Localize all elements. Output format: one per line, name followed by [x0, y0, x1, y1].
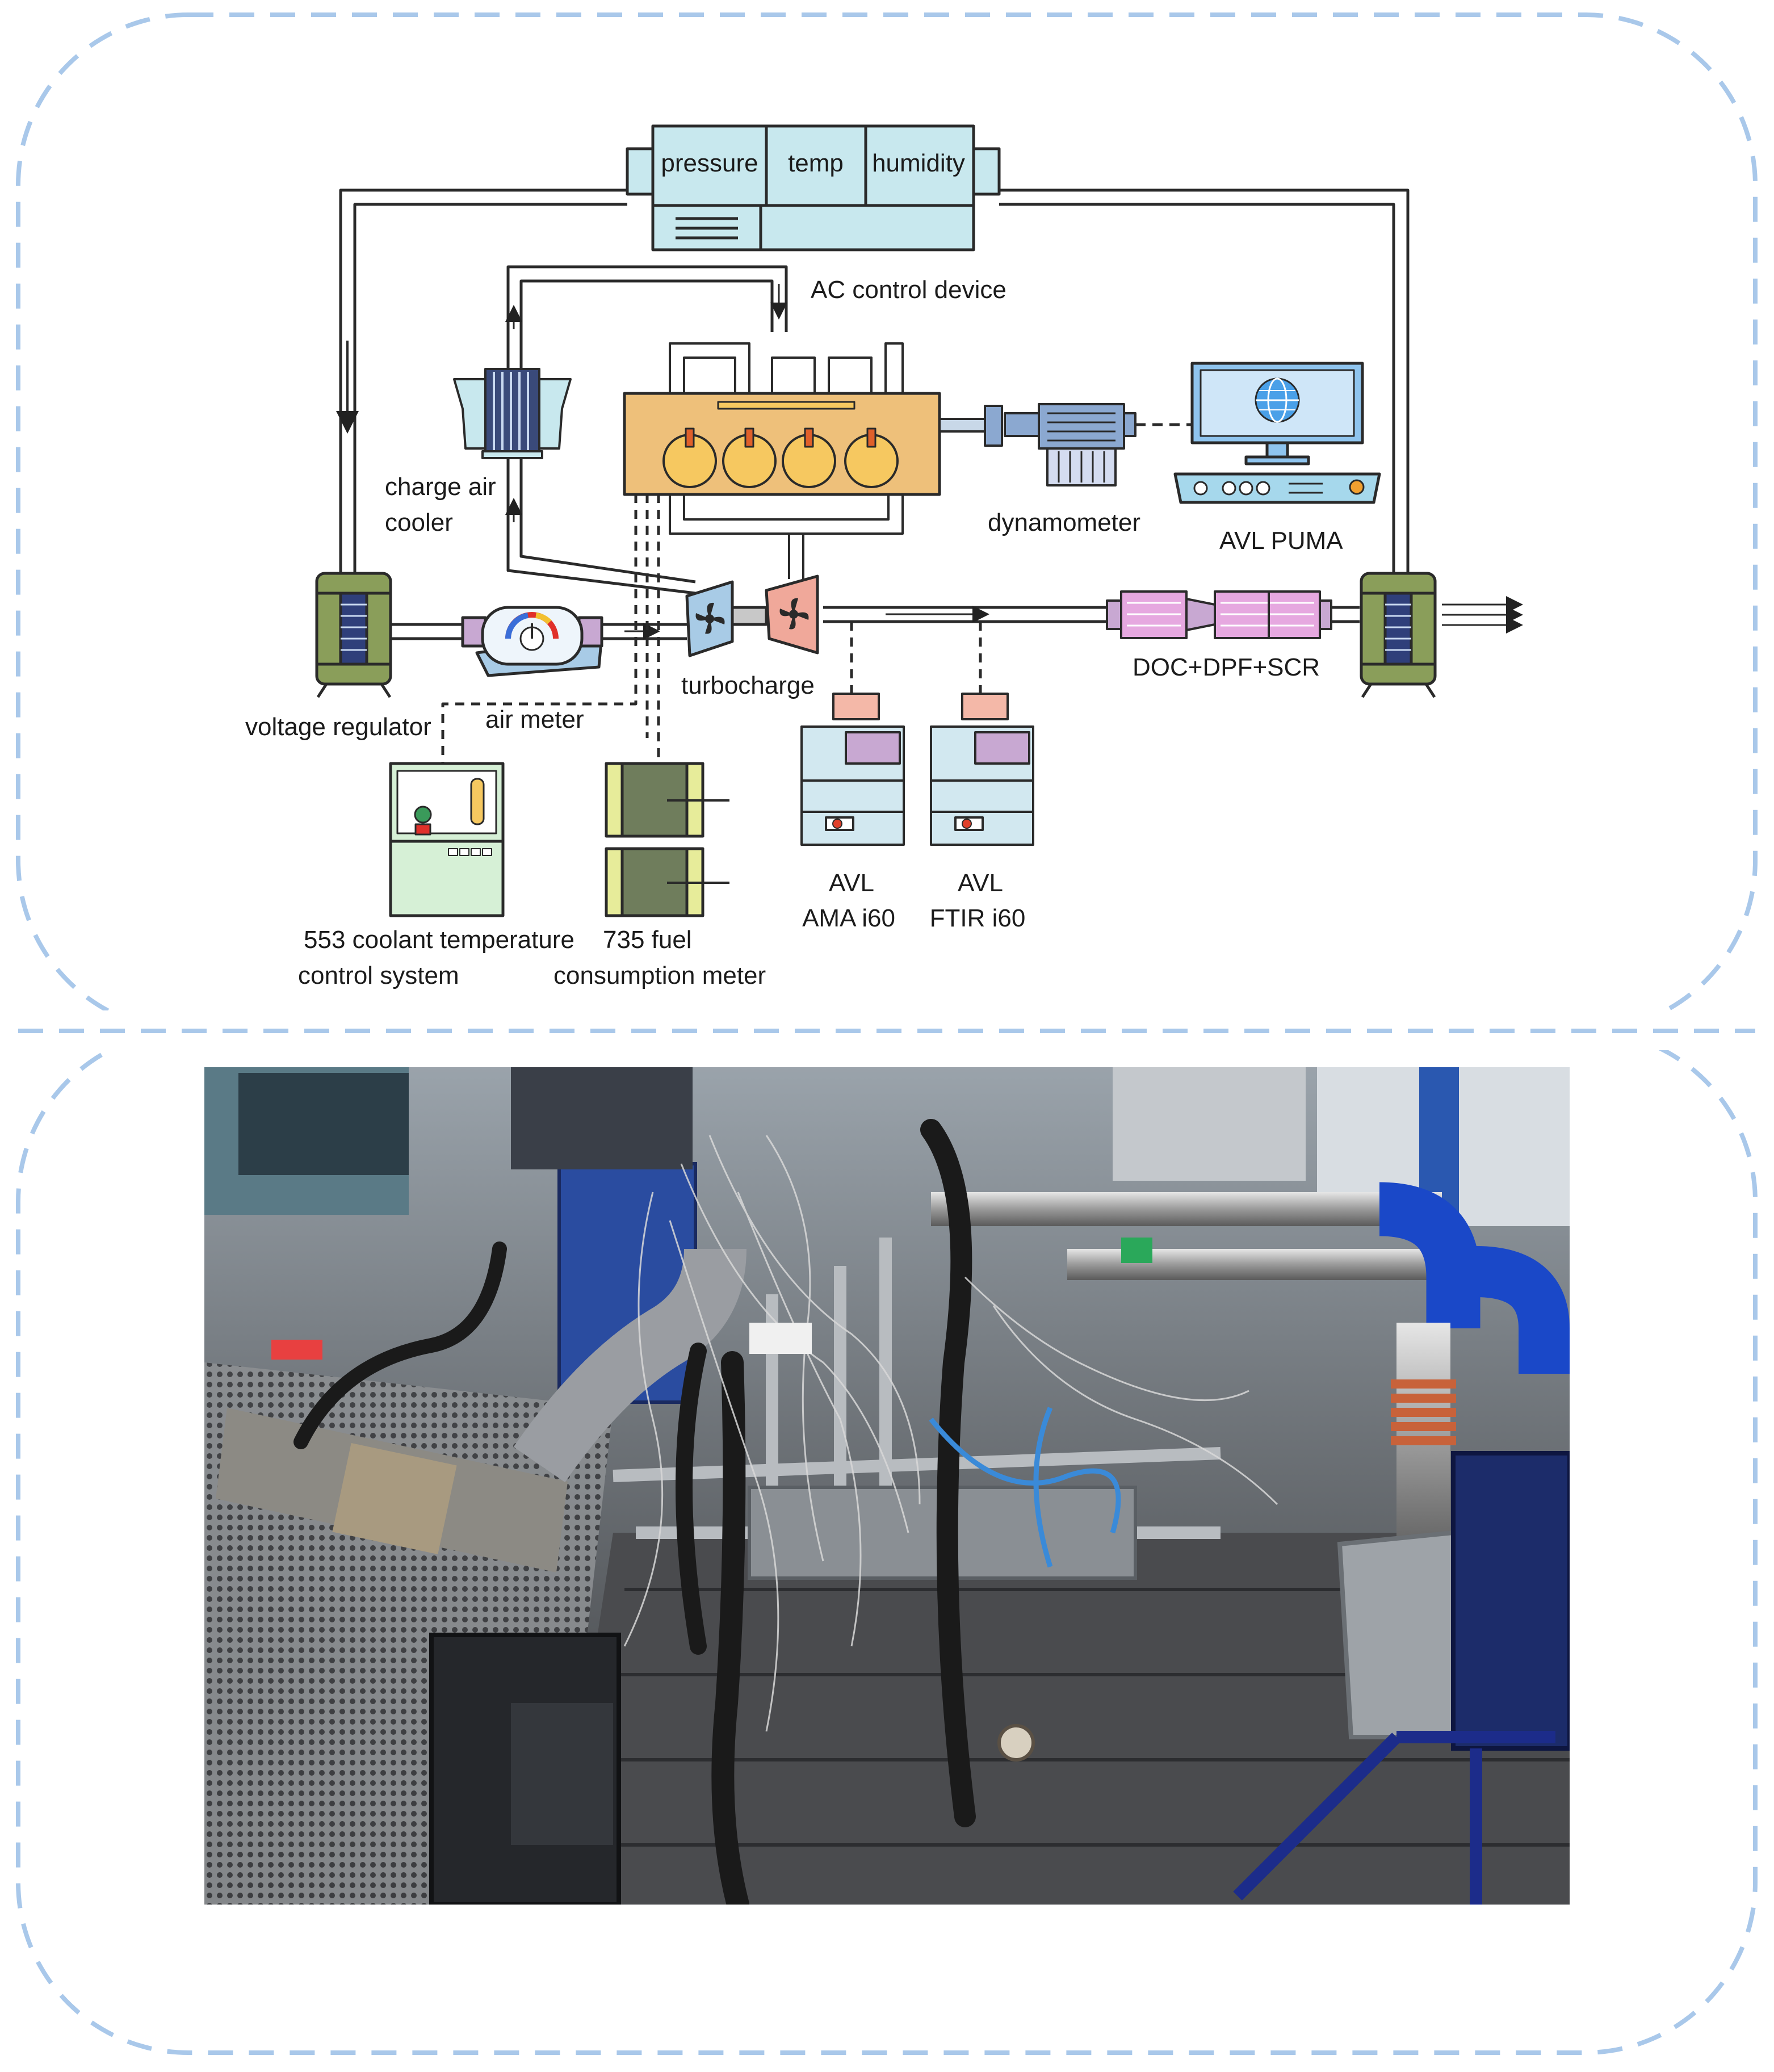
engine-test-bench-photo [204, 1067, 1570, 1905]
avl-puma-station [1175, 363, 1379, 502]
coolant-label-2: control system [298, 962, 459, 989]
globe-icon [1256, 379, 1299, 422]
coolant-label-1: 553 coolant temperature [304, 926, 574, 954]
temp-label: temp [788, 149, 844, 177]
pressure-label: pressure [661, 149, 758, 177]
aftertreatment [1107, 592, 1331, 638]
ftir-label-2: FTIR i60 [930, 904, 1026, 932]
ac-sensor-box: pressure temp humidity [627, 126, 999, 250]
air-meter-label: air meter [485, 706, 584, 733]
charge-air-label-1: charge air [385, 473, 496, 501]
schematic: pressure temp humidity AC control device… [245, 126, 1521, 989]
voltage-regulator-right [1361, 573, 1435, 697]
doc-dpf-scr-label: DOC+DPF+SCR [1133, 653, 1320, 681]
dynamometer-label: dynamometer [988, 509, 1140, 536]
avl-puma-label: AVL PUMA [1219, 527, 1343, 555]
engine-block [624, 393, 940, 494]
humidity-label: humidity [872, 149, 965, 177]
turbocharger [687, 576, 817, 656]
charge-air-cooler [454, 369, 571, 458]
avl-ftir-analyzer [931, 694, 1033, 845]
ftir-label-1: AVL [958, 869, 1003, 897]
fuel-label-1: 735 fuel [603, 926, 692, 954]
ama-label-1: AVL [829, 869, 874, 897]
dynamometer [1039, 404, 1135, 485]
voltage-regulator-label: voltage regulator [245, 713, 431, 741]
avl-ama-analyzer [802, 694, 904, 845]
charge-air-label-2: cooler [385, 509, 453, 536]
ama-label-2: AMA i60 [802, 904, 895, 932]
coolant-control-unit [391, 764, 503, 916]
air-meter [463, 607, 602, 676]
turbocharge-label: turbocharge [681, 672, 815, 699]
voltage-regulator-left [317, 573, 391, 697]
engine-shaft [940, 406, 1039, 446]
ac-control-device-label: AC control device [811, 276, 1006, 304]
fuel-consumption-meter [606, 764, 729, 916]
fuel-label-2: consumption meter [553, 962, 766, 989]
